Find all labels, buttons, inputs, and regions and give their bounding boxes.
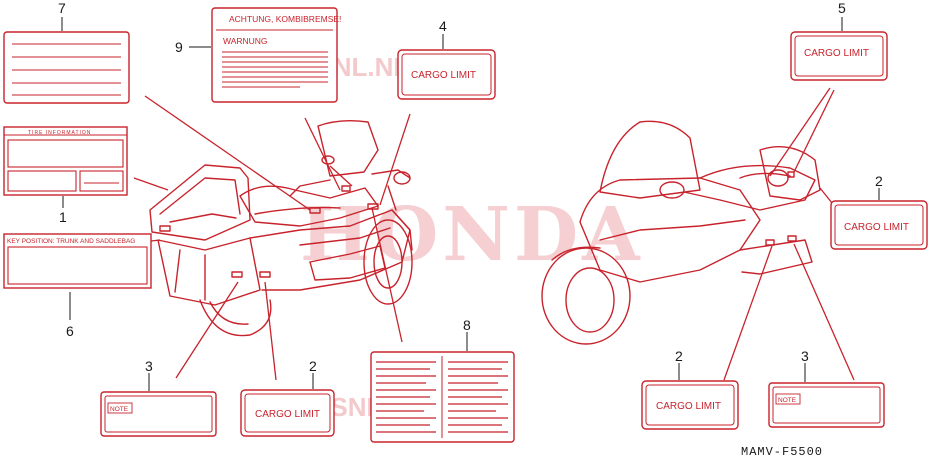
label-5-cargo-limit: CARGO LIMIT <box>790 31 888 81</box>
callout-5: 5 <box>838 0 846 16</box>
cargo-limit-text-2a: CARGO LIMIT <box>844 222 909 233</box>
cargo-limit-text-2c: CARGO LIMIT <box>656 401 721 412</box>
right-motorcycle-illustration <box>541 120 821 345</box>
label-2-bottom-right-cargo-limit: CARGO LIMIT <box>641 380 739 430</box>
label-4-cargo-limit: CARGO LIMIT <box>397 49 496 100</box>
note-text-right: NOTE <box>778 397 797 404</box>
callout-9: 9 <box>175 39 183 55</box>
diagram-code: MAMV-F5500 <box>741 445 823 459</box>
label-8-multi-column <box>370 351 515 443</box>
label-1-tire-information: TIRE INFORMATION <box>3 126 128 196</box>
callout-2-right-top: 2 <box>875 173 883 189</box>
tire-information-text: TIRE INFORMATION <box>28 130 91 136</box>
callout-4: 4 <box>439 18 447 34</box>
label-2-bottom-left-cargo-limit: CARGO LIMIT <box>240 389 335 437</box>
callout-ticks <box>61 17 880 391</box>
callout-6: 6 <box>66 323 74 339</box>
cargo-limit-text-5: CARGO LIMIT <box>804 48 869 59</box>
callout-7: 7 <box>58 0 66 16</box>
label-3-right-note: NOTE <box>768 382 885 428</box>
leader-lines <box>123 87 855 381</box>
key-position-text: KEY POSITION: TRUNK AND SADDLEBAG <box>7 238 135 245</box>
callout-3-left: 3 <box>145 358 153 374</box>
label-2-right-top-cargo-limit: CARGO LIMIT <box>830 200 928 250</box>
note-text-left: NOTE <box>110 406 129 413</box>
label-9-achtung-warnung: ACHTUNG, KOMBIBREMSE! WARNUNG <box>211 7 341 103</box>
callout-8: 8 <box>463 317 471 333</box>
label-6-key-position: KEY POSITION: TRUNK AND SADDLEBAG <box>3 233 152 289</box>
label-3-left-note: NOTE <box>100 391 217 437</box>
warnung-text: WARNUNG <box>223 36 268 46</box>
label-7-card <box>3 31 130 104</box>
achtung-text: ACHTUNG, KOMBIBREMSE! <box>229 14 341 24</box>
callout-2-bottom-right: 2 <box>675 348 683 364</box>
honda-watermark: HONDA <box>300 192 644 278</box>
callout-1: 1 <box>59 209 67 225</box>
cargo-limit-text-2b: CARGO LIMIT <box>255 409 320 420</box>
cargo-limit-text-4: CARGO LIMIT <box>411 70 476 81</box>
callout-3-right: 3 <box>801 348 809 364</box>
callout-2-bottom-left: 2 <box>309 358 317 374</box>
